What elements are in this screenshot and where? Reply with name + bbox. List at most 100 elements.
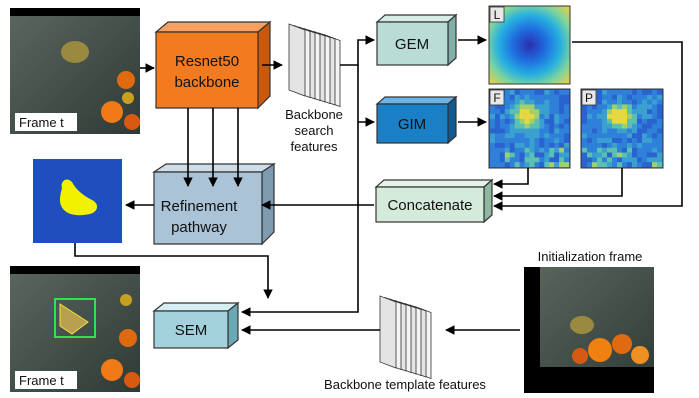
refinement-label-line2: pathway bbox=[171, 219, 227, 236]
heatmap-cell bbox=[587, 123, 593, 129]
heatmap-cell bbox=[529, 133, 535, 139]
heatmap-cell bbox=[637, 90, 643, 96]
heatmap-cell bbox=[607, 162, 613, 168]
heatmap-cell bbox=[622, 104, 628, 110]
heatmap-cell bbox=[632, 157, 638, 163]
heatmap-cell bbox=[582, 104, 588, 110]
heatmap-cell bbox=[642, 123, 648, 129]
heatmap-cell bbox=[499, 109, 506, 115]
heatmap-cell bbox=[554, 123, 560, 129]
heatmap-cell bbox=[524, 162, 530, 168]
heatmap-cell bbox=[657, 157, 663, 163]
heatmap-cell bbox=[652, 94, 658, 100]
heatmap-cell bbox=[514, 99, 520, 105]
heatmap-cell bbox=[499, 138, 506, 144]
output-frame-label: Frame t bbox=[19, 373, 64, 388]
heatmap-cell bbox=[519, 147, 525, 153]
heatmap-cell bbox=[554, 157, 560, 163]
heatmap-cell bbox=[509, 157, 515, 163]
heatmap-cell bbox=[494, 109, 501, 115]
backbone-label-line1: Resnet50 bbox=[175, 53, 239, 70]
heatmap-cell bbox=[564, 162, 570, 168]
heatmap-cell bbox=[504, 128, 511, 134]
heatmap-cell bbox=[559, 94, 565, 100]
heatmap-cell bbox=[524, 104, 530, 110]
heatmap-cell bbox=[642, 138, 648, 144]
heatmap-cell bbox=[514, 142, 520, 149]
heatmap-cell bbox=[490, 109, 496, 115]
heatmap-cell bbox=[627, 104, 633, 110]
heatmap-cell bbox=[602, 114, 608, 120]
heatmap-cell bbox=[592, 133, 598, 139]
heatmap-cell bbox=[539, 99, 545, 105]
heatmap-cell bbox=[587, 128, 593, 134]
heatmap-cell bbox=[490, 157, 496, 163]
heatmap-cell bbox=[559, 114, 565, 120]
heatmap-cell bbox=[622, 147, 628, 153]
heatmap-cell bbox=[509, 118, 515, 124]
heatmap-cell bbox=[587, 133, 593, 139]
heatmap-cell bbox=[592, 162, 598, 168]
heatmap-cell bbox=[539, 133, 545, 139]
heatmap-cell bbox=[657, 99, 663, 105]
heatmap-cell bbox=[544, 90, 550, 96]
heatmap-cell bbox=[539, 152, 545, 158]
heatmap-cell bbox=[559, 152, 565, 158]
heatmap-cell bbox=[657, 162, 663, 168]
heatmap-cell bbox=[504, 123, 511, 129]
heatmap-cell bbox=[504, 138, 511, 144]
heatmap-cell bbox=[539, 114, 545, 120]
heatmap-cell bbox=[509, 147, 515, 153]
heatmap-cell bbox=[519, 152, 525, 158]
heatmap-cell bbox=[519, 162, 525, 168]
heatmap-cell bbox=[597, 114, 603, 120]
heatmap-cell bbox=[514, 157, 520, 163]
heatmap-cell bbox=[632, 94, 638, 100]
backbone-block: Resnet50 backbone bbox=[154, 20, 272, 110]
heatmap-cell bbox=[642, 99, 648, 105]
heatmap-cell bbox=[647, 99, 653, 105]
heatmap-cell bbox=[652, 123, 658, 129]
template-features-label: Backbone template features bbox=[324, 377, 486, 392]
heatmap-cell bbox=[612, 104, 618, 110]
heatmap-cell bbox=[534, 90, 540, 96]
heatmap-cell bbox=[627, 162, 633, 168]
heatmap-cell bbox=[524, 138, 530, 144]
heatmap-cell bbox=[627, 99, 633, 105]
heatmap-cell bbox=[524, 128, 530, 134]
heatmap-cell bbox=[607, 138, 613, 144]
heatmap-cell bbox=[549, 114, 555, 120]
heatmap-cell bbox=[612, 147, 618, 153]
heatmap-cell bbox=[592, 142, 598, 149]
heatmap-cell bbox=[534, 142, 540, 149]
heatmap-cell bbox=[494, 152, 501, 158]
heatmap-cell bbox=[494, 142, 501, 149]
heatmap-cell bbox=[564, 147, 570, 153]
heatmap-cell bbox=[564, 109, 570, 115]
heatmap-cell bbox=[652, 157, 658, 163]
heatmap-cell bbox=[642, 90, 648, 96]
heatmap-cell bbox=[514, 147, 520, 153]
heatmap-cell bbox=[554, 99, 560, 105]
heatmap-cell bbox=[617, 123, 623, 129]
heatmap-cell bbox=[622, 94, 628, 100]
heatmap-cell bbox=[529, 94, 535, 100]
heatmap-cell bbox=[549, 147, 555, 153]
heatmap-cell bbox=[564, 118, 570, 124]
heatmap-cell bbox=[559, 123, 565, 129]
heatmap-cell bbox=[509, 133, 515, 139]
flower-icon bbox=[572, 334, 649, 364]
heatmap-cell bbox=[602, 90, 608, 96]
heatmap-cell bbox=[637, 138, 643, 144]
heatmap-cell bbox=[642, 118, 648, 124]
heatmap-cell bbox=[534, 94, 540, 100]
heatmap-cell bbox=[592, 114, 598, 120]
heatmap-cell bbox=[524, 94, 530, 100]
heatmap-cell bbox=[617, 147, 623, 153]
heatmap-cell bbox=[602, 162, 608, 168]
heatmap-cell bbox=[637, 94, 643, 100]
heatmap-cell bbox=[504, 109, 511, 115]
heatmap-cell bbox=[652, 99, 658, 105]
heatmap-cell bbox=[499, 104, 506, 110]
heatmap-cell bbox=[582, 142, 588, 149]
